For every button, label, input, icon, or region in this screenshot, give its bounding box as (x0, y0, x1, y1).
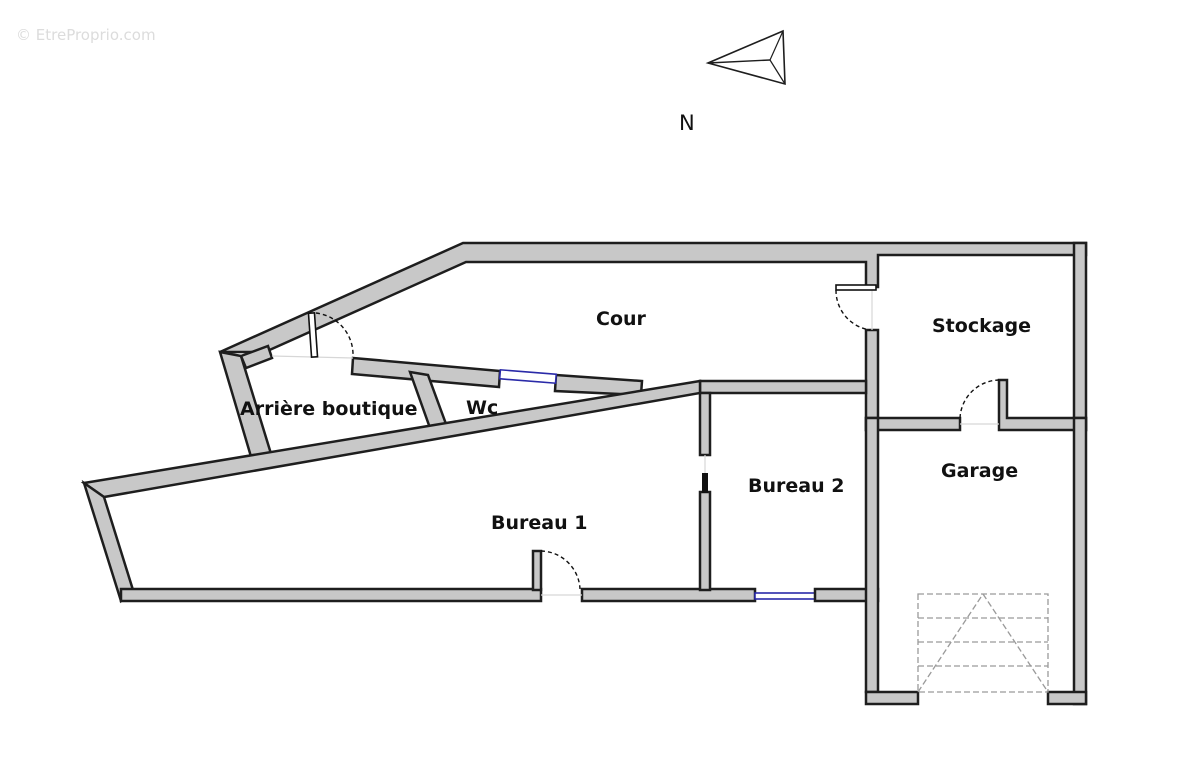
door-arc-stockage-garage (959, 379, 1000, 419)
wall-bureau1-south-right (580, 587, 757, 603)
door-arc-cour-east (835, 289, 871, 331)
room-label-bureau-1: Bureau 1 (491, 512, 587, 534)
wall-cour-east (864, 328, 880, 432)
wall-bureau1-west (81, 479, 135, 604)
door-arc-arriere-cour (315, 312, 354, 357)
garage-ramp-icon (917, 593, 1049, 693)
wall-wc-north (350, 356, 502, 389)
wall-garage-south-left (864, 690, 920, 706)
wall-arriere-north (239, 344, 274, 370)
wall-garage-south-right (1046, 690, 1088, 706)
room-label-arriere-boutique: Arrière boutique (240, 398, 418, 420)
room-label-cour: Cour (596, 308, 647, 330)
watermark: © EtreProprio.com (16, 26, 156, 44)
door-leaf-bureau-separation (702, 473, 708, 493)
wall-cour-south (698, 379, 868, 395)
wall-bureau-separation-upper (698, 391, 712, 457)
room-label-bureau-2: Bureau 2 (748, 475, 844, 497)
wall-stockage-east (1072, 241, 1088, 432)
wall-bureau-separation-lower (698, 490, 712, 592)
compass-label: N (679, 111, 695, 135)
door-arc-bureau1 (540, 550, 581, 590)
wall-bureau1-door-jamb (531, 549, 543, 592)
wall-bureau1-south-left (119, 587, 543, 603)
door-leaf-cour-east (835, 284, 877, 291)
window-wc (498, 368, 558, 385)
room-label-garage: Garage (941, 460, 1018, 482)
room-label-wc: Wc (466, 397, 498, 419)
wall-garage-west (864, 416, 880, 694)
north-arrow-icon (705, 29, 786, 86)
wall-stockage-south-west (864, 416, 962, 432)
wall-cour-north (219, 241, 1088, 354)
room-label-stockage: Stockage (932, 315, 1031, 337)
wall-garage-east (1072, 416, 1088, 706)
door-leaf-arriere-cour (307, 311, 319, 359)
window-bureau2 (754, 592, 816, 600)
